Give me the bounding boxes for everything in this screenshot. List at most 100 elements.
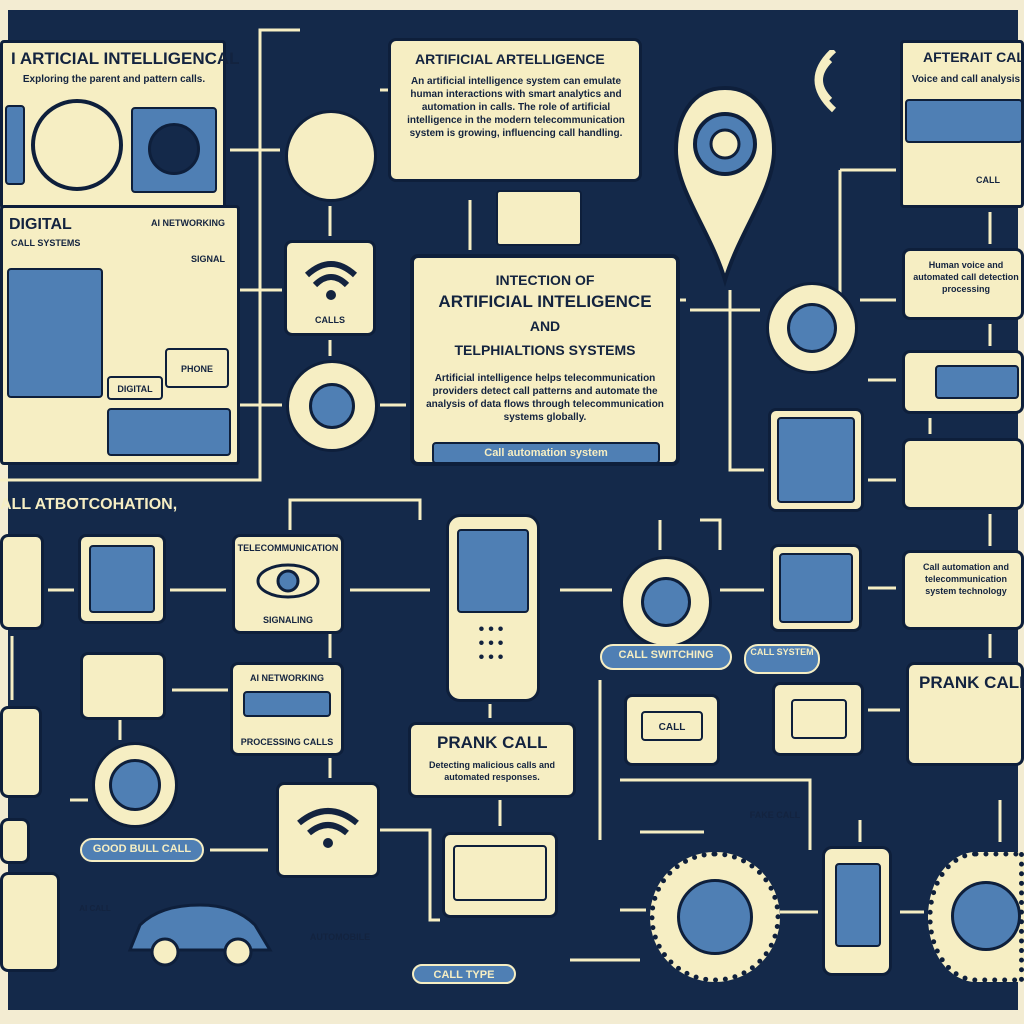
voice-detection-body: Human voice and automated call detection… — [913, 260, 1019, 294]
wifi-small-icon — [297, 808, 359, 848]
machine-display-label: CALL — [658, 722, 686, 733]
computer-monitor-icon[interactable] — [442, 832, 558, 918]
ai-networking-caption: PROCESSING CALLS — [240, 737, 334, 747]
fingerprint-icon — [31, 99, 123, 191]
digital-label-2: AI NETWORKING — [151, 218, 225, 228]
ai-description-box: ARTIFICIAL ARTELLIGENCE An artificial in… — [388, 38, 642, 182]
call-switching-pill[interactable]: CALL SWITCHING — [600, 644, 732, 670]
dashboard-strip — [905, 99, 1023, 143]
globe-icon — [148, 123, 200, 175]
telecom-card[interactable]: TELECOMMUNICATION SIGNALING — [232, 534, 344, 634]
telecom-caption: SIGNALING — [262, 615, 313, 625]
digital-chip-label: DIGITAL — [117, 384, 153, 394]
toggle-bar — [243, 691, 331, 717]
chat-card[interactable] — [0, 818, 30, 864]
tools-card[interactable] — [770, 544, 862, 632]
main-title-line2: ARTIFICIAL INTELIGENCE — [438, 292, 652, 311]
telecom-title: TELECOMMUNICATION — [237, 543, 339, 553]
wifi-gear-card[interactable] — [276, 782, 380, 878]
main-title-line4: TELPHIALTIONS SYSTEMS — [454, 342, 636, 358]
keypad-card[interactable] — [0, 706, 42, 798]
fake-call-label: FAKE CALL — [749, 810, 801, 820]
phone-chip-label: PHONE — [180, 364, 213, 374]
headset-card[interactable] — [80, 652, 166, 720]
mobile-screen — [835, 863, 881, 947]
eye-scan-card[interactable] — [0, 872, 60, 972]
eye-icon — [256, 563, 320, 599]
connector-line — [380, 828, 440, 922]
main-title-line1: INTECTION OF — [495, 272, 595, 288]
router-icon[interactable] — [496, 190, 582, 246]
signal-waves-icon — [814, 50, 837, 113]
hub-core — [309, 383, 355, 429]
connector-line — [288, 498, 422, 530]
connector-line — [620, 778, 812, 850]
side-chip — [5, 105, 25, 185]
phone-keypad: ••••••••• — [478, 621, 508, 666]
burst-right-core — [951, 881, 1021, 951]
top-right-title: AFTERAIT CALL — [923, 49, 1024, 65]
connector-line — [0, 28, 300, 482]
call-system-pill[interactable]: CALL SYSTEM — [744, 644, 820, 674]
profile-card[interactable] — [78, 534, 166, 624]
app-grid — [777, 417, 855, 503]
top-left-title: I ARTICIAL INTELLIGENCAL — [11, 49, 240, 68]
ai-networking-card[interactable]: AI NETWORKING PROCESSING CALLS — [230, 662, 344, 756]
wifi-calls-card[interactable]: CALLS — [284, 240, 376, 336]
top-left-panel: I ARTICIAL INTELLIGENCAL Exploring the p… — [0, 40, 240, 210]
digital-label-1: CALL SYSTEMS — [11, 238, 81, 248]
tools-icon — [779, 553, 853, 623]
location-pin-icon — [673, 85, 777, 287]
mail-icon — [791, 699, 847, 739]
network-burst-right-icon — [928, 852, 1024, 982]
main-title-line3: AND — [529, 318, 561, 334]
security-gear-icon[interactable] — [92, 742, 178, 828]
vehicle-label: AUTOMOBILE — [309, 932, 371, 942]
mobile-device-icon[interactable] — [822, 846, 892, 976]
circuit-map — [7, 268, 103, 398]
smartphone-icon[interactable]: ••••••••• — [446, 514, 540, 702]
wifi-icon — [304, 261, 358, 300]
top-right-label: CALL — [976, 175, 1000, 185]
top-right-panel: AFTERAIT CALL Voice and call analysis CA… — [900, 40, 1024, 208]
people-card[interactable] — [902, 438, 1024, 510]
car-small-icon — [935, 365, 1019, 399]
top-right-caption: Voice and call analysis — [911, 74, 1021, 85]
connected-car-icon — [127, 903, 273, 967]
agent-headset-icon[interactable] — [620, 556, 712, 648]
automation-text-box: Call automation and telecommunication sy… — [902, 550, 1024, 630]
voice-assistant-icon[interactable] — [766, 282, 858, 374]
network-hub-icon[interactable] — [286, 360, 378, 452]
car-card[interactable] — [902, 350, 1024, 414]
prank-center-title: PRANK CALL — [437, 733, 548, 752]
prank-call-center-card: PRANK CALL Detecting malicious calls and… — [408, 722, 576, 798]
switch-machine-icon[interactable]: CALL — [624, 694, 720, 766]
document-card[interactable] — [0, 534, 44, 630]
connector-line — [728, 290, 764, 472]
digital-panel: DIGITAL CALL SYSTEMS AI NETWORKING SIGNA… — [0, 205, 240, 465]
prank-right-title: PRANK CALL — [919, 673, 1024, 692]
digital-title: DIGITAL — [9, 216, 72, 233]
app-grid-card[interactable] — [768, 408, 864, 512]
vehicle-tag: AI CALL — [79, 904, 111, 913]
digital-chip: DIGITAL — [107, 376, 163, 400]
phone-chip: PHONE — [165, 348, 229, 388]
assistant-core — [787, 303, 837, 353]
network-node-icon[interactable] — [285, 110, 377, 202]
voice-detection-box: Human voice and automated call detection… — [902, 248, 1024, 320]
ai-description-body: An artificial intelligence system can em… — [407, 76, 625, 139]
mail-card[interactable] — [772, 682, 864, 756]
prank-call-right-card: PRANK CALL — [906, 662, 1024, 766]
network-burst-left-icon — [650, 852, 780, 982]
gear-core — [109, 759, 161, 811]
top-left-caption: Exploring the parent and pattern calls. — [22, 74, 206, 85]
call-type-tag: CALL TYPE — [412, 964, 516, 984]
call-automation-button[interactable]: Call automation system — [432, 442, 660, 464]
main-title-box: INTECTION OF ARTIFICIAL INTELIGENCE AND … — [410, 254, 680, 466]
ai-networking-title: AI NETWORKING — [250, 673, 324, 683]
monitor-screen — [453, 845, 547, 901]
digital-label-3: SIGNAL — [190, 254, 225, 264]
server-rack — [107, 408, 231, 456]
good-bull-call-pill[interactable]: GOOD BULL CALL — [80, 838, 204, 862]
